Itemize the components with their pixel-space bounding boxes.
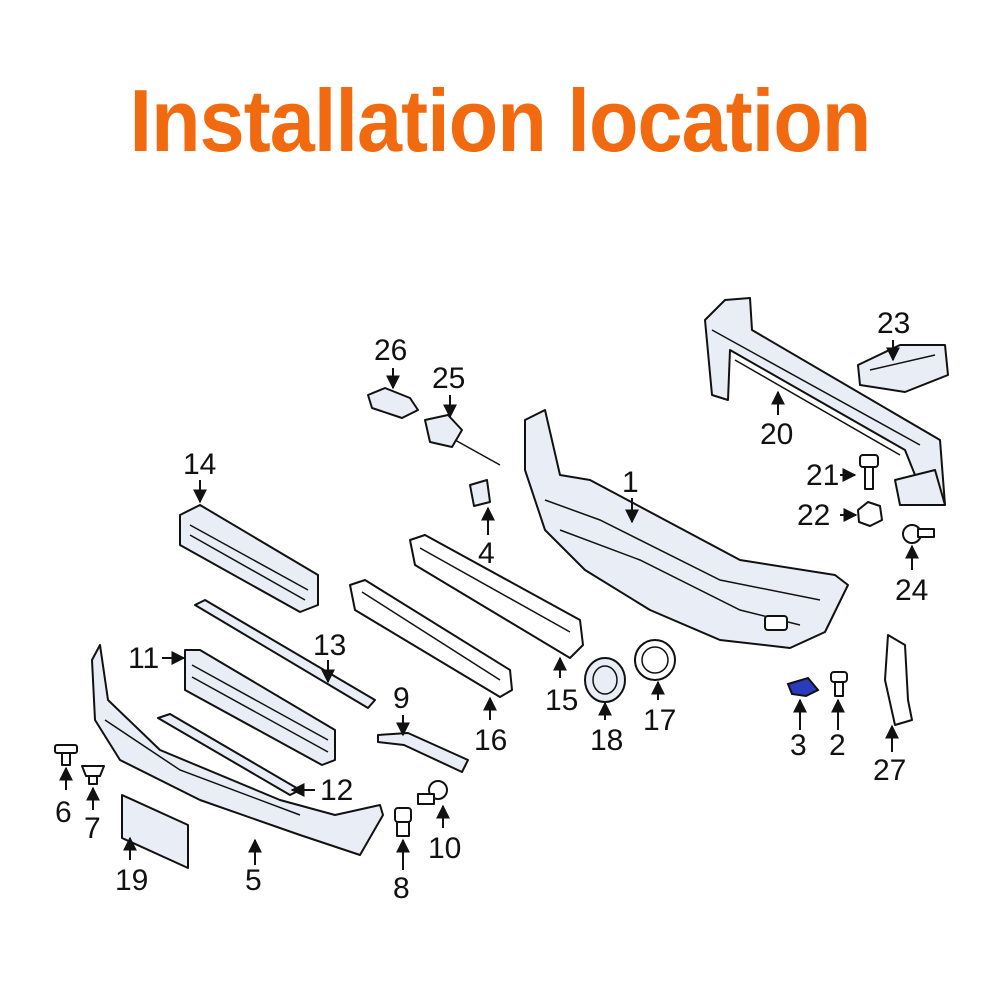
callout-10: 10	[428, 832, 461, 865]
part-fastener-10	[417, 780, 448, 805]
page-title: Installation location	[129, 71, 872, 170]
part-screw-2	[830, 671, 848, 697]
callout-20: 20	[760, 418, 793, 451]
part-sensor-25	[424, 414, 501, 466]
part-bumper-cover	[524, 409, 849, 649]
part-nut-22	[857, 501, 883, 527]
part-clip-plate-4	[469, 479, 491, 507]
callout-23: 23	[877, 307, 910, 340]
part-connector-26	[367, 387, 419, 419]
callout-7: 7	[84, 812, 101, 845]
callout-8: 8	[393, 872, 410, 905]
part-strip-9	[377, 732, 469, 773]
part-upper-grille	[179, 504, 319, 613]
callout-15: 15	[545, 684, 578, 717]
part-bolt-21	[859, 454, 879, 490]
part-fastener-8	[394, 807, 412, 837]
part-lower-spoiler	[91, 644, 384, 856]
callout-4: 4	[478, 537, 495, 570]
leader-lines	[59, 340, 919, 870]
callout-6: 6	[55, 796, 72, 829]
callout-3: 3	[790, 729, 807, 762]
callout-26: 26	[374, 334, 407, 367]
callout-2: 2	[829, 729, 846, 762]
part-side-bracket-27	[884, 634, 913, 726]
callout-5: 5	[245, 864, 262, 897]
callout-18: 18	[590, 724, 623, 757]
part-grille-frame-15	[409, 534, 584, 659]
part-bracket-23	[857, 344, 949, 393]
callout-21: 21	[806, 459, 839, 492]
callout-16: 16	[474, 724, 507, 757]
callout-12: 12	[320, 774, 353, 807]
callout-14: 14	[183, 448, 216, 481]
callout-25: 25	[432, 362, 465, 395]
callout-22: 22	[797, 499, 830, 532]
callout-13: 13	[313, 629, 346, 662]
part-clip-3-highlighted	[786, 676, 820, 698]
callout-1: 1	[622, 466, 639, 499]
part-fog-ring-17	[634, 639, 676, 681]
part-fastener-7	[81, 765, 105, 785]
callout-19: 19	[115, 864, 148, 897]
part-lower-grille	[184, 649, 336, 766]
part-fog-cover-18	[584, 657, 626, 703]
callout-9: 9	[393, 682, 410, 715]
part-grille-frame-16	[349, 579, 513, 698]
part-fastener-6	[54, 744, 78, 766]
part-screw-24	[902, 524, 935, 544]
callout-27: 27	[873, 754, 906, 787]
callout-24: 24	[895, 574, 928, 607]
callout-labels: 1 2 3 4 5 6 7 8 9 10 11 12 13 14 15 16 1…	[55, 307, 928, 905]
part-license-bracket	[121, 794, 189, 869]
callout-17: 17	[643, 704, 676, 737]
callout-11: 11	[128, 642, 159, 675]
part-reinforcement-bar	[704, 297, 946, 506]
